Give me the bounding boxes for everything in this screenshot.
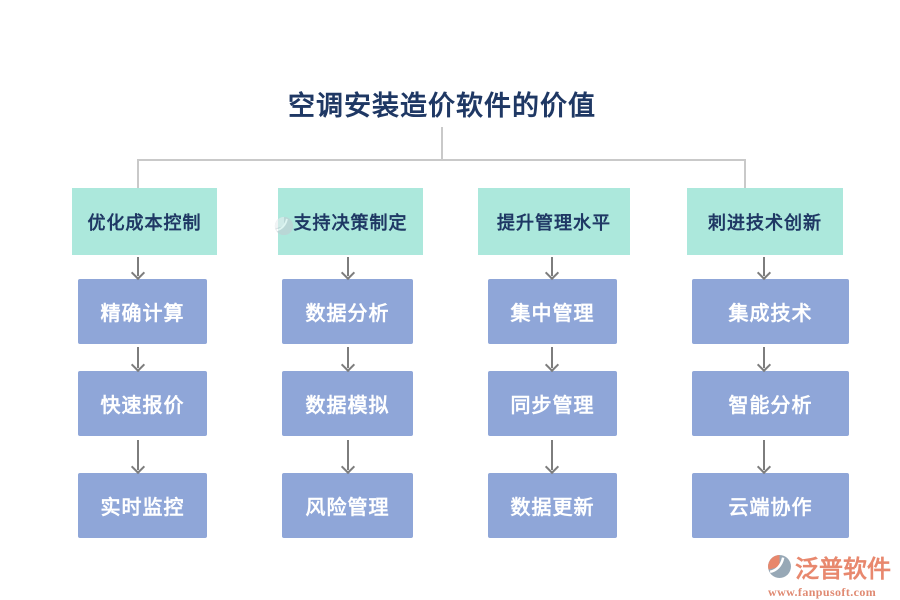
down-arrow-icon [347, 347, 349, 368]
fanpu-logo-icon [767, 554, 792, 579]
column-header-management: 提升管理水平 [478, 188, 630, 255]
flow-node: 集中管理 [488, 279, 617, 344]
down-arrow-icon [551, 347, 553, 368]
column-header-innovation: 刺进技术创新 [687, 188, 843, 255]
down-arrow-icon [763, 440, 765, 470]
down-arrow-icon [137, 347, 139, 368]
down-arrow-icon [137, 440, 139, 470]
flow-node: 集成技术 [692, 279, 849, 344]
connector-horizontal-line [137, 159, 746, 161]
flow-node: 快速报价 [78, 371, 207, 436]
down-arrow-icon [551, 257, 553, 276]
column-header-cost-control: 优化成本控制 [72, 188, 217, 255]
flow-node: 数据更新 [488, 473, 617, 538]
flow-node: 风险管理 [282, 473, 413, 538]
down-arrow-icon [763, 257, 765, 276]
flow-node: 智能分析 [692, 371, 849, 436]
column-header-decision: 支持决策制定 [278, 188, 423, 255]
page-title: 空调安装造价软件的价值 [288, 91, 596, 121]
flow-node: 数据分析 [282, 279, 413, 344]
connector-drop-left [137, 160, 139, 189]
brand-footer: 泛普软件 www.fanpusoft.com [767, 549, 897, 600]
down-arrow-icon [347, 257, 349, 276]
flow-node: 云端协作 [692, 473, 849, 538]
down-arrow-icon [137, 257, 139, 276]
connector-drop-right [744, 160, 746, 189]
brand-name: 泛普软件 [795, 556, 891, 583]
down-arrow-icon [347, 440, 349, 470]
connector-stem [441, 127, 443, 160]
flow-node: 同步管理 [488, 371, 617, 436]
fanpu-logo-watermark-icon [274, 216, 294, 236]
down-arrow-icon [551, 440, 553, 470]
flow-node: 精确计算 [78, 279, 207, 344]
brand-website: www.fanpusoft.com [768, 585, 877, 599]
flow-node: 数据模拟 [282, 371, 413, 436]
down-arrow-icon [763, 347, 765, 368]
flow-node: 实时监控 [78, 473, 207, 538]
